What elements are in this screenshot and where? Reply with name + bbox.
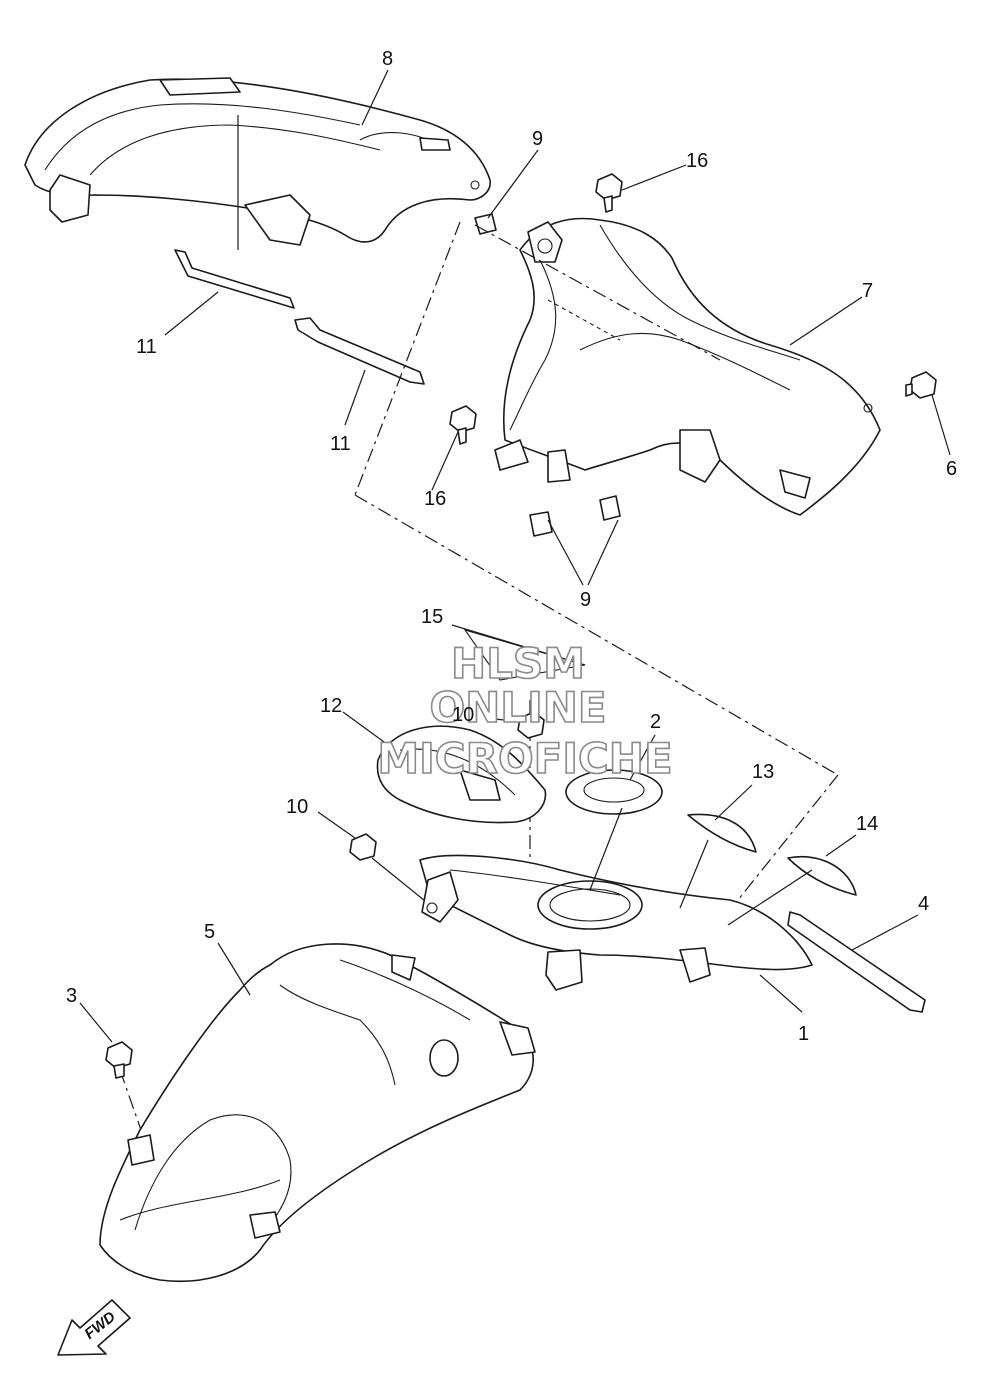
fwd-direction-arrow: FWD	[57, 1299, 131, 1356]
part-6-screw	[905, 371, 937, 399]
callout-10-lower: 10	[286, 796, 308, 818]
part-10-bolt-lower	[349, 833, 431, 906]
callout-numbers: 8 9 16 7 11 11 6 16 9 15 12 10 2 13 10 1…	[66, 48, 957, 1045]
part-5-front-cover	[99, 943, 536, 1283]
part-9-clips	[474, 213, 621, 537]
callout-14: 14	[856, 813, 878, 835]
part-13-pad	[687, 813, 757, 853]
part-7-body-cover	[494, 217, 881, 516]
watermark-line-1: HLSM	[451, 639, 585, 688]
part-4-strip	[787, 911, 926, 1013]
part-16-screw-upper	[595, 173, 623, 213]
part-11-strips	[174, 249, 425, 385]
part-10-bolt-upper	[517, 711, 545, 739]
part-8-side-cover	[24, 77, 491, 246]
callout-12: 12	[320, 695, 342, 717]
part-1-inner-panel	[419, 854, 813, 991]
callout-8: 8	[382, 48, 393, 70]
callout-3: 3	[66, 985, 77, 1007]
callout-16-upper: 16	[686, 150, 708, 172]
callout-6: 6	[946, 458, 957, 480]
callout-11-right: 11	[330, 433, 351, 455]
part-14-pad	[787, 856, 857, 896]
callout-1: 1	[798, 1023, 809, 1045]
part-12-cover	[376, 725, 547, 824]
callout-5: 5	[204, 921, 215, 943]
callout-10-upper: 10	[452, 704, 474, 726]
part-2-grommet	[565, 769, 663, 815]
callout-16-lower: 16	[424, 488, 446, 510]
callout-2: 2	[650, 711, 661, 733]
callout-15: 15	[421, 606, 443, 628]
callout-13: 13	[752, 761, 774, 783]
callout-9-lower: 9	[580, 589, 591, 611]
callout-7: 7	[862, 280, 873, 302]
callout-9-upper: 9	[532, 128, 543, 150]
part-3-screw	[105, 1041, 133, 1079]
leader-lines	[79, 69, 951, 1043]
callout-11-left: 11	[136, 336, 157, 358]
part-16-screw-lower	[449, 405, 477, 445]
watermark-line-2: ONLINE	[429, 683, 606, 732]
watermark-line-3: MICROFICHE	[377, 734, 672, 783]
watermark: HLSM ONLINE MICROFICHE	[377, 638, 674, 784]
callout-4: 4	[918, 893, 929, 915]
